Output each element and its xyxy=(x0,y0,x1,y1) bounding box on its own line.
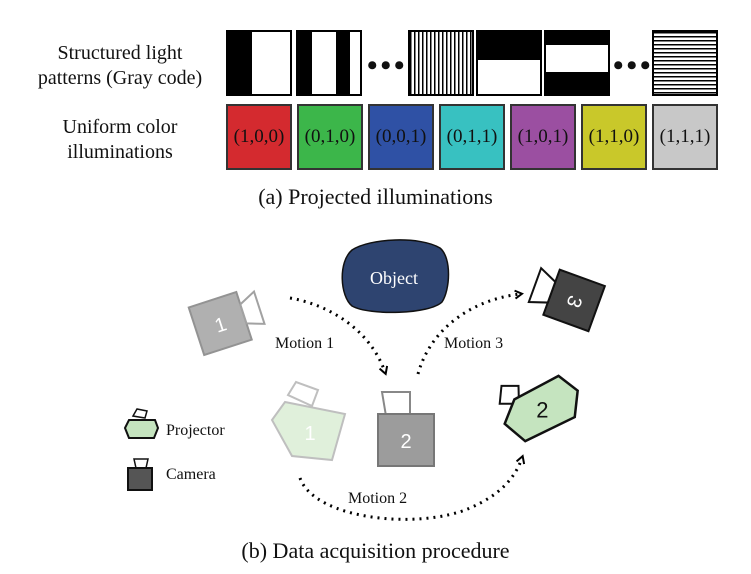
legend-camera-icon xyxy=(127,458,153,491)
color-box-label: (1,1,1) xyxy=(659,126,711,147)
structured-label-line2: patterns (Gray code) xyxy=(37,67,203,89)
color-box-label: (1,0,1) xyxy=(517,126,569,147)
motion-1-label: Motion 1 xyxy=(275,335,334,352)
camera-number-2: 2 xyxy=(400,431,411,453)
color-box-label: (0,0,1) xyxy=(375,126,427,147)
gray-code-pattern-1 xyxy=(226,30,292,96)
color-box-label: (0,1,1) xyxy=(446,126,498,147)
color-box-magenta: (1,0,1) xyxy=(510,104,576,170)
gray-code-pattern-fine-vertical xyxy=(408,30,474,96)
caption-projected-illuminations: (a) Projected illuminations xyxy=(258,184,493,209)
projector-position-2-icon: 2 xyxy=(498,374,579,443)
structured-light-label: Structured light patterns (Gray code) xyxy=(20,41,220,91)
gray-code-pattern-fine-horizontal xyxy=(652,30,718,96)
color-box-label: (1,0,0) xyxy=(233,126,285,147)
object-label: Object xyxy=(370,268,418,288)
structured-label-line1: Structured light xyxy=(57,42,183,64)
color-box-label: (1,1,0) xyxy=(588,126,640,147)
uniform-label-line2: illuminations xyxy=(67,141,173,163)
color-box-white: (1,1,1) xyxy=(652,104,718,170)
color-box-cyan: (0,1,1) xyxy=(439,104,505,170)
gray-code-pattern-horizontal-2 xyxy=(544,30,610,96)
camera-position-2-icon: 2 xyxy=(377,391,435,467)
legend-projector-label: Projector xyxy=(166,422,225,439)
uniform-color-label: Uniform color illuminations xyxy=(20,115,220,165)
color-box-green: (0,1,0) xyxy=(297,104,363,170)
motion-2-label: Motion 2 xyxy=(348,490,407,507)
gray-code-pattern-2 xyxy=(296,30,362,96)
projector-position-1-icon: 1 xyxy=(270,380,347,462)
projector-number-2: 2 xyxy=(536,397,548,422)
camera-position-1-icon: 1 xyxy=(187,289,266,357)
caption-data-acquisition: (b) Data acquisition procedure xyxy=(241,538,510,563)
ellipsis-1: ••• xyxy=(367,49,408,82)
motion-3-label: Motion 3 xyxy=(444,335,503,352)
gray-code-pattern-horizontal-1 xyxy=(476,30,542,96)
color-box-blue: (0,0,1) xyxy=(368,104,434,170)
color-box-red: (1,0,0) xyxy=(226,104,292,170)
motion-3-arrow xyxy=(416,294,520,375)
motion-2-arrow xyxy=(298,458,522,521)
uniform-label-line1: Uniform color xyxy=(62,116,178,138)
projector-number-1: 1 xyxy=(304,423,315,445)
object-blob xyxy=(341,239,450,314)
color-box-label: (0,1,0) xyxy=(304,126,356,147)
legend-projector-icon xyxy=(123,408,160,439)
ellipsis-2: ••• xyxy=(613,49,654,82)
color-box-yellow: (1,1,0) xyxy=(581,104,647,170)
legend-camera-label: Camera xyxy=(166,466,216,483)
camera-position-3-icon: 3 xyxy=(527,266,607,333)
